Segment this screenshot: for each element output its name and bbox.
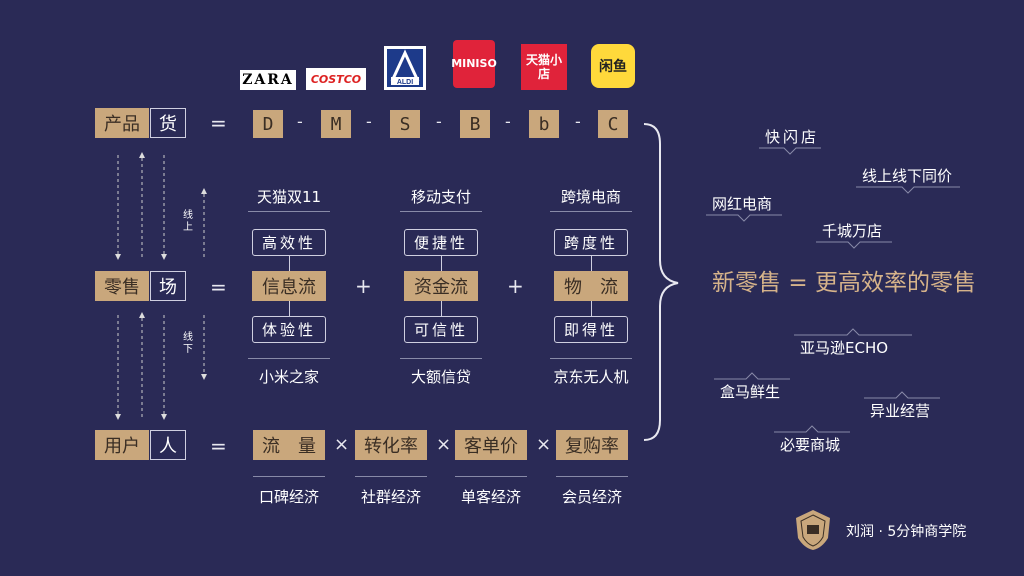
tag-pointer-icon	[714, 372, 790, 380]
times-sign: ×	[536, 434, 552, 455]
metric-economy: 社群经济	[360, 488, 421, 506]
metric-name: 复购率	[556, 430, 628, 460]
case-tag: 快闪店	[765, 128, 820, 146]
plus-sign: +	[507, 274, 524, 298]
flow-top-case: 移动支付	[410, 188, 471, 206]
case-tag: 盒马鲜生	[720, 383, 781, 401]
costco-logo: COSTCO	[306, 68, 366, 90]
tag-pointer-icon	[816, 241, 892, 249]
divider	[550, 211, 632, 212]
tag-pointer-icon	[759, 147, 821, 155]
chain-s: S	[390, 110, 420, 138]
divider	[248, 211, 330, 212]
offline-label: 线下	[183, 332, 193, 355]
connector	[289, 301, 290, 316]
flow-top-case: 跨境电商	[560, 188, 621, 206]
connector	[591, 301, 592, 316]
case-tag: 线上线下同价	[862, 167, 953, 185]
divider	[550, 358, 632, 359]
chain-sep: -	[297, 112, 303, 131]
flow-name: 资金流	[404, 271, 478, 301]
divider	[556, 476, 628, 477]
metric-name: 流 量	[253, 430, 325, 460]
xianyu-logo: 闲鱼	[591, 44, 635, 88]
chain-sep: -	[366, 112, 372, 131]
chain-d: D	[253, 110, 283, 138]
connector	[591, 256, 592, 271]
metric-economy: 单客经济	[460, 488, 521, 506]
metric-economy: 口碑经济	[258, 488, 319, 506]
metric-name: 转化率	[355, 430, 427, 460]
academy-badge-icon	[796, 510, 830, 550]
times-sign: ×	[436, 434, 452, 455]
flow-lower-trait: 可信性	[404, 316, 478, 343]
flow-top-case: 天猫双11	[256, 188, 322, 206]
case-tag: 异业经营	[870, 402, 931, 420]
footer-text: 刘润 · 5分钟商学院	[846, 524, 967, 540]
connector	[441, 301, 442, 316]
case-tag: 亚马逊ECHO	[800, 339, 889, 357]
chain-b-lower: b	[529, 110, 559, 138]
zara-logo: ZARA	[240, 70, 296, 90]
divider	[455, 476, 527, 477]
flow-upper-trait: 高效性	[252, 229, 326, 256]
connector	[441, 256, 442, 271]
tag-pointer-icon	[706, 214, 782, 222]
times-sign: ×	[334, 434, 350, 455]
people-label: 人	[150, 430, 186, 460]
user-label: 用户	[95, 430, 149, 460]
chain-sep: -	[575, 112, 581, 131]
plus-sign: +	[355, 274, 372, 298]
goods-label: 货	[150, 108, 186, 138]
chain-sep: -	[436, 112, 442, 131]
tag-pointer-icon	[774, 425, 850, 433]
divider	[355, 476, 427, 477]
flow-bottom-case: 小米之家	[258, 368, 319, 386]
divider	[248, 358, 330, 359]
flow-name: 信息流	[252, 271, 326, 301]
metric-economy: 会员经济	[561, 488, 622, 506]
flow-upper-trait: 便捷性	[404, 229, 478, 256]
case-tag: 网红电商	[712, 195, 773, 213]
case-tag: 千城万店	[822, 222, 883, 240]
flow-bottom-case: 京东无人机	[553, 368, 629, 386]
aldi-mark-icon: ALDI	[387, 49, 423, 87]
metric-name: 客单价	[455, 430, 527, 460]
chain-m: M	[321, 110, 351, 138]
tag-pointer-icon	[864, 391, 940, 399]
tag-pointer-icon	[856, 186, 960, 194]
svg-text:ALDI: ALDI	[397, 79, 413, 86]
flow-upper-trait: 跨度性	[554, 229, 628, 256]
miniso-logo: MINISO	[451, 40, 497, 88]
tmall-store-logo: 天猫小店	[521, 44, 567, 90]
chain-b-upper: B	[460, 110, 490, 138]
headline: 新零售 = 更高效率的零售	[712, 270, 976, 296]
product-equals: =	[210, 111, 227, 135]
brace-icon	[643, 123, 679, 441]
venue-label: 场	[150, 271, 186, 301]
flow-arrows	[115, 152, 207, 420]
flow-name: 物 流	[554, 271, 628, 301]
product-label: 产品	[95, 108, 149, 138]
retail-equals: =	[210, 275, 227, 299]
divider	[253, 476, 325, 477]
flow-bottom-case: 大额信贷	[410, 368, 471, 386]
flow-lower-trait: 即得性	[554, 316, 628, 343]
divider	[400, 358, 482, 359]
user-equals: =	[210, 434, 227, 458]
online-label: 线上	[183, 210, 193, 233]
aldi-logo: ALDI	[384, 46, 426, 90]
tag-pointer-icon	[794, 328, 912, 336]
case-tag: 必要商城	[780, 436, 841, 454]
chain-sep: -	[505, 112, 511, 131]
chain-c: C	[598, 110, 628, 138]
retail-label: 零售	[95, 271, 149, 301]
flow-lower-trait: 体验性	[252, 316, 326, 343]
connector	[289, 256, 290, 271]
divider	[400, 211, 482, 212]
